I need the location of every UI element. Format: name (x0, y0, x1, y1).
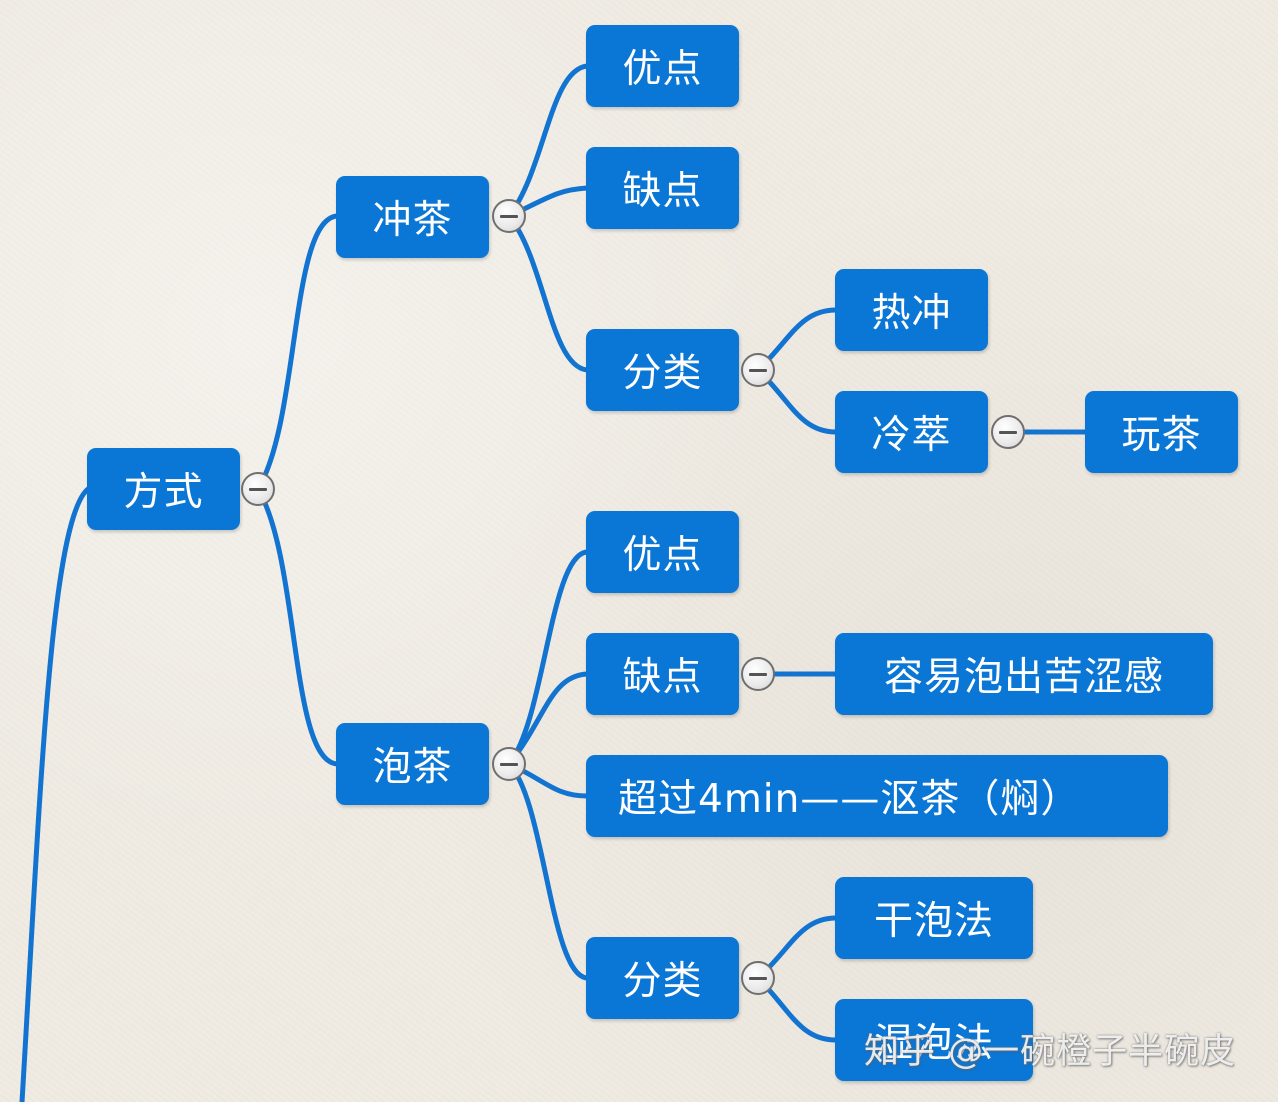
node-chongcha[interactable]: 冲茶 (336, 176, 489, 258)
watermark: 知乎 @一碗橙子半碗皮 (864, 1032, 1237, 1072)
collapse-paocha-fenlei-icon[interactable] (741, 961, 775, 995)
node-kuse[interactable]: 容易泡出苦涩感 (835, 633, 1213, 715)
node-paocha-youdian[interactable]: 优点 (586, 511, 739, 593)
node-rechong[interactable]: 热冲 (835, 269, 988, 351)
collapse-paocha-icon[interactable] (492, 747, 526, 781)
minus-icon (500, 762, 518, 766)
node-ouchai[interactable]: 超过4min——沤茶（焖） (586, 755, 1168, 837)
node-chongcha-quedian[interactable]: 缺点 (586, 147, 739, 229)
minus-icon (999, 430, 1017, 434)
minus-icon (749, 368, 767, 372)
node-chongcha-fenlei[interactable]: 分类 (586, 329, 739, 411)
node-wancha[interactable]: 玩茶 (1085, 391, 1238, 473)
collapse-lengcui-icon[interactable] (991, 415, 1025, 449)
collapse-chongcha-icon[interactable] (492, 199, 526, 233)
node-paocha-fenlei[interactable]: 分类 (586, 937, 739, 1019)
node-fangshi[interactable]: 方式 (87, 448, 240, 530)
node-paocha-quedian[interactable]: 缺点 (586, 633, 739, 715)
minus-icon (749, 976, 767, 980)
minus-icon (249, 487, 267, 491)
collapse-chongcha-fenlei-icon[interactable] (741, 353, 775, 387)
collapse-paocha-quedian-icon[interactable] (741, 657, 775, 691)
minus-icon (749, 672, 767, 676)
node-shipaofa[interactable]: 湿泡法 (835, 999, 1033, 1081)
node-lengcui[interactable]: 冷萃 (835, 391, 988, 473)
minus-icon (500, 214, 518, 218)
node-ganpaofa[interactable]: 干泡法 (835, 877, 1033, 959)
node-chongcha-youdian[interactable]: 优点 (586, 25, 739, 107)
node-paocha[interactable]: 泡茶 (336, 723, 489, 805)
collapse-fangshi-icon[interactable] (241, 472, 275, 506)
